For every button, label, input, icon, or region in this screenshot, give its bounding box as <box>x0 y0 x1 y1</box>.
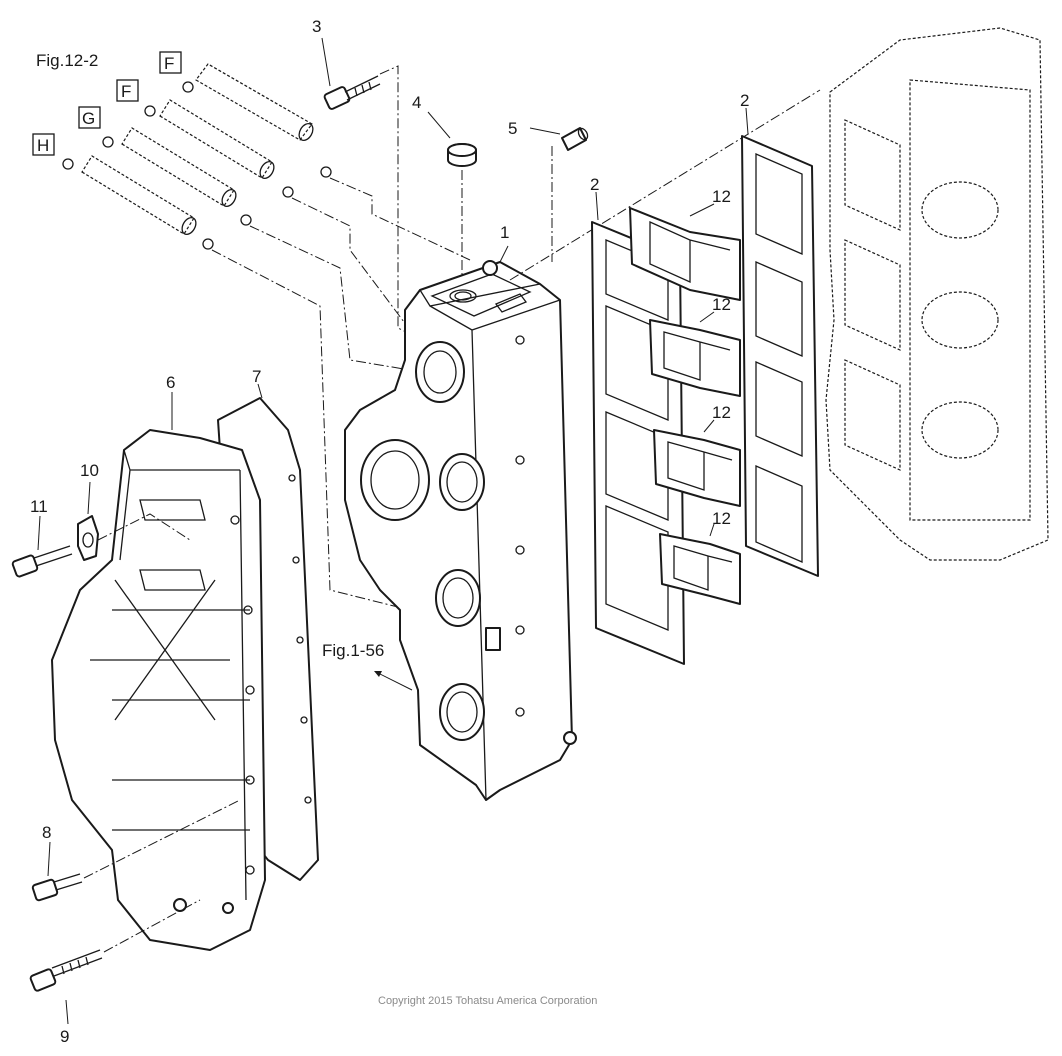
hose-assembly-f2 <box>144 99 294 198</box>
callout-9: 9 <box>60 1027 69 1046</box>
reed-valve-part-12-b <box>649 319 741 397</box>
callout-4: 4 <box>412 93 421 112</box>
bolt-part-3 <box>323 75 381 110</box>
callout-10: 10 <box>80 461 99 480</box>
callout-2-front: 2 <box>590 175 599 194</box>
gasket-part-2-rear <box>741 135 819 577</box>
crankcase-reference-outline <box>825 27 1049 561</box>
hose-leader-f1 <box>329 177 471 261</box>
hose-leader-g <box>249 225 411 371</box>
callout-11: 11 <box>30 497 48 516</box>
hose-leader-h <box>211 249 411 611</box>
pin-part-5 <box>561 127 589 151</box>
fig-1-56-reference: Fig.1-56 <box>322 641 384 660</box>
callout-5: 5 <box>508 119 517 138</box>
callout-8: 8 <box>42 823 51 842</box>
hose-leader-f2 <box>291 197 411 331</box>
hose-ref-box-g: G <box>78 106 101 129</box>
callout-2-rear: 2 <box>740 91 749 110</box>
intake-housing-part-1 <box>344 260 577 801</box>
callout-6: 6 <box>166 373 175 392</box>
bolt-3-leader <box>379 65 411 335</box>
callout-7: 7 <box>252 367 261 386</box>
bolt-part-9 <box>29 949 103 992</box>
callout-12-b: 12 <box>712 295 731 314</box>
callout-1: 1 <box>500 223 509 242</box>
hose-assembly-h <box>62 155 214 250</box>
hose-ref-g-label: G <box>82 109 95 128</box>
callout-12-c: 12 <box>712 403 731 422</box>
hose-ref-h-label: H <box>37 136 49 155</box>
reed-valve-part-12-d <box>659 533 741 605</box>
intake-cover-part-6 <box>51 429 266 951</box>
grommet-part-10 <box>77 515 99 561</box>
bolt-part-8 <box>31 873 83 902</box>
copyright-notice: Copyright 2015 Tohatsu America Corporati… <box>378 995 597 1007</box>
hose-ref-f2-label: F <box>121 82 131 101</box>
reed-valve-part-12-a <box>629 207 741 301</box>
fig-12-2-reference: Fig.12-2 <box>36 51 98 70</box>
callout-12-a: 12 <box>712 187 731 206</box>
reed-valve-part-12-c <box>653 429 741 507</box>
bolt-part-11 <box>11 545 73 578</box>
hose-ref-f1-label: F <box>164 54 174 73</box>
housing-to-gasket-leader <box>509 89 821 281</box>
hose-ref-box-f2: F <box>116 79 139 102</box>
hose-ref-box-h: H <box>32 133 55 156</box>
callout-12-d: 12 <box>712 509 731 528</box>
callout-3: 3 <box>312 17 321 36</box>
plug-part-4 <box>447 143 477 167</box>
hose-assembly-f1 <box>182 63 332 178</box>
hose-ref-box-f1: F <box>159 51 182 74</box>
hose-assembly-g <box>102 127 252 226</box>
